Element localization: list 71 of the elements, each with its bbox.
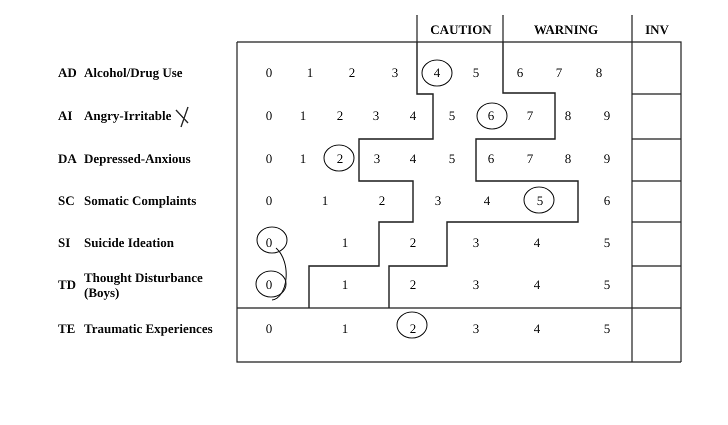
score-number: 3 — [472, 321, 480, 336]
score-number: 4 — [410, 108, 416, 123]
column-header: CAUTION — [430, 22, 492, 37]
score-number: 2 — [336, 151, 344, 166]
score-number: 0 — [266, 65, 272, 80]
score-number: 3 — [372, 108, 380, 123]
score-number: 1 — [342, 235, 348, 250]
score-number: 1 — [342, 321, 348, 336]
column-header: WARNING — [534, 22, 598, 37]
scale-code: SI — [58, 235, 70, 250]
score-number: 8 — [564, 151, 572, 166]
score-number: 8 — [596, 65, 602, 80]
score-number: 4 — [484, 193, 490, 208]
score-number: 3 — [472, 235, 480, 250]
score-number: 5 — [604, 321, 610, 336]
score-number: 3 — [374, 151, 380, 166]
score-number: 2 — [410, 321, 416, 336]
score-number: 4 — [534, 277, 540, 292]
score-number: 5 — [536, 193, 544, 208]
score-number: 6 — [488, 108, 494, 123]
score-number: 2 — [378, 193, 386, 208]
score-number: 3 — [472, 277, 480, 292]
score-number: 6 — [604, 193, 610, 208]
score-number: 7 — [526, 108, 534, 123]
score-number: 5 — [448, 151, 456, 166]
score-number: 4 — [534, 321, 540, 336]
score-number: 5 — [604, 277, 610, 292]
score-number: 0 — [266, 235, 272, 250]
score-number: 9 — [604, 108, 610, 123]
score-number: 1 — [322, 193, 328, 208]
scale-code: AD — [58, 65, 77, 80]
score-number: 4 — [410, 151, 416, 166]
score-number: 5 — [472, 65, 480, 80]
score-number: 2 — [336, 108, 344, 123]
score-number: 1 — [300, 151, 306, 166]
score-number: 5 — [604, 235, 610, 250]
score-number: 3 — [434, 193, 442, 208]
score-number: 2 — [348, 65, 356, 80]
score-number: 0 — [266, 321, 272, 336]
score-number: 1 — [342, 277, 348, 292]
scale-name: Traumatic Experiences — [84, 321, 213, 336]
score-number: 0 — [266, 151, 272, 166]
scale-name: Thought Disturbance (Boys) — [84, 270, 204, 300]
score-number: 5 — [448, 108, 456, 123]
score-number: 7 — [556, 65, 562, 80]
scale-name: Alcohol/Drug Use — [84, 65, 183, 80]
score-number: 1 — [300, 108, 306, 123]
scale-name: Depressed-Anxious — [84, 151, 191, 166]
score-number: 3 — [392, 65, 398, 80]
score-number: 2 — [410, 235, 416, 250]
scale-name: Suicide Ideation — [84, 235, 174, 250]
score-number: 9 — [604, 151, 610, 166]
score-number: 0 — [266, 193, 272, 208]
scale-name: Angry-Irritable — [84, 108, 172, 123]
scale-code: AI — [58, 108, 72, 123]
score-number: 1 — [306, 65, 314, 80]
score-number: 8 — [564, 108, 572, 123]
column-header: INV — [645, 22, 669, 37]
score-number: 2 — [410, 277, 416, 292]
score-number: 6 — [488, 151, 494, 166]
score-number: 7 — [526, 151, 534, 166]
scale-code: SC — [58, 193, 75, 208]
score-number: 0 — [266, 277, 272, 292]
scale-code: TE — [58, 321, 76, 336]
scale-name: Somatic Complaints — [84, 193, 196, 208]
score-number: 4 — [534, 235, 540, 250]
score-number: 0 — [266, 108, 272, 123]
score-number: 4 — [434, 65, 440, 80]
scale-code: DA — [58, 151, 77, 166]
score-number: 6 — [516, 65, 524, 80]
scale-code: TD — [58, 277, 76, 292]
